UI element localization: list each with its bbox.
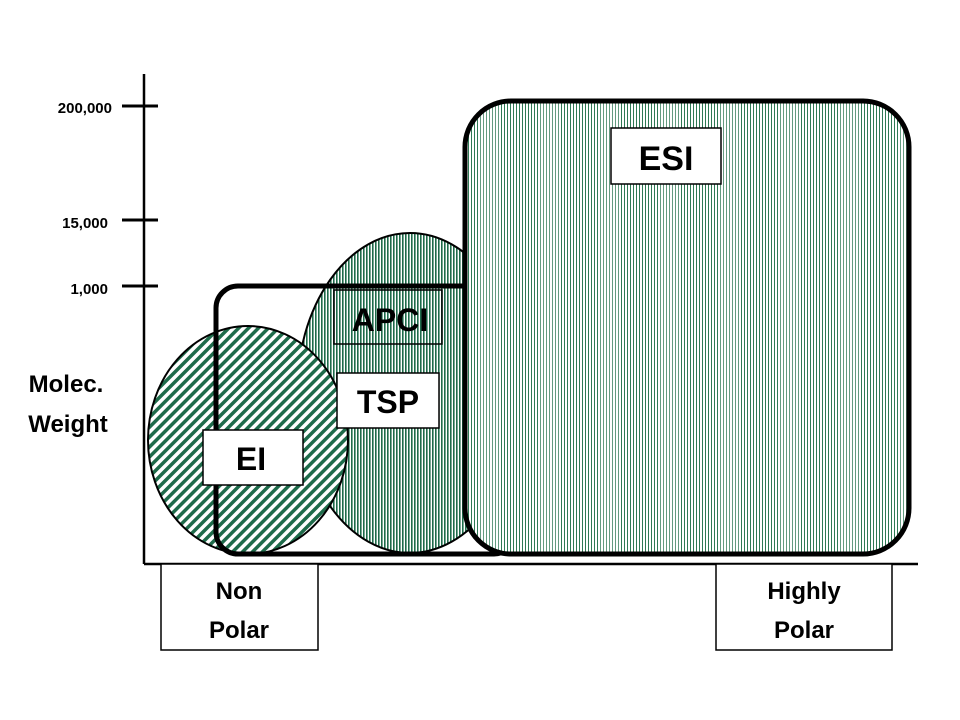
- highly-polar-box: [715, 563, 893, 651]
- non-polar-label-line1: Non: [216, 578, 263, 605]
- highly-polar-label-line1: Highly: [767, 578, 841, 605]
- tsp-label: TSP: [357, 384, 419, 420]
- ei-label: EI: [236, 441, 266, 477]
- tick-label-200000: 200,000: [58, 100, 112, 117]
- non-polar-label-line2: Polar: [209, 617, 269, 644]
- esi-label-box: [610, 127, 722, 185]
- tick-label-15000: 15,000: [62, 215, 108, 232]
- non-polar-box: [160, 563, 319, 651]
- y-axis-title-line1: Molec.: [29, 371, 104, 398]
- ei-label-box: [202, 429, 304, 486]
- apci-label: APCI: [352, 302, 428, 338]
- tsp-label-box: [336, 372, 440, 429]
- esi-label: ESI: [639, 140, 694, 178]
- esi-region: [462, 98, 912, 557]
- y-axis-title-line2: Weight: [28, 411, 108, 438]
- highly-polar-label-line2: Polar: [774, 617, 834, 644]
- apci-label-box: [333, 289, 443, 345]
- tick-label-1000: 1,000: [70, 281, 108, 298]
